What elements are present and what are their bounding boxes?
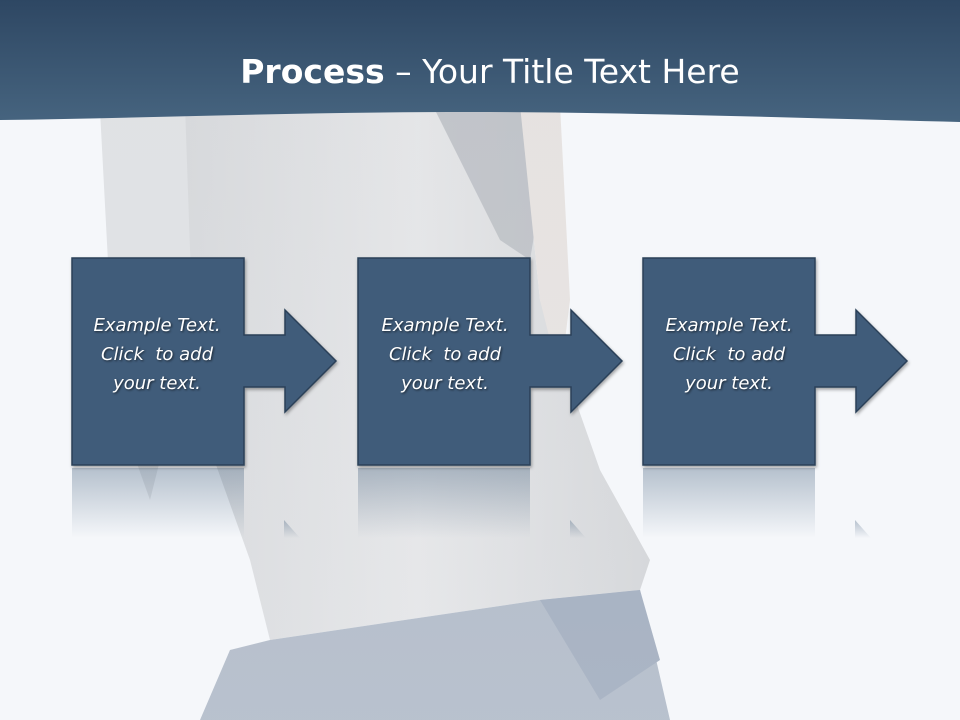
step-text-line: Example Text. [665,315,793,336]
step-text-line: your text. [113,373,201,394]
step-text-line: Example Text. [381,315,509,336]
title-bold: Process [240,52,385,91]
step-text-line: your text. [685,373,773,394]
step-text-line: Click to add [388,344,501,365]
arrow-1-reflection [284,520,300,538]
title-rest: – Your Title Text Here [384,52,740,91]
arrow-2-reflection [570,520,586,538]
step-text-line: your text. [401,373,489,394]
step-1-reflection [72,468,244,538]
step-2-text[interactable]: Example Text. Click to add your text. [358,311,532,398]
step-2-reflection [358,468,530,538]
step-text-line: Example Text. [93,315,221,336]
slide-title[interactable]: Process – Your Title Text Here [0,52,960,91]
header-band [0,0,960,122]
step-3-text[interactable]: Example Text. Click to add your text. [642,311,816,398]
step-1-text[interactable]: Example Text. Click to add your text. [70,311,244,398]
step-2[interactable] [357,257,624,466]
step-text-line: Click to add [672,344,785,365]
arrow-3-reflection [855,520,871,538]
step-1[interactable] [71,257,338,466]
step-text-line: Click to add [100,344,213,365]
step-3-reflection [643,468,815,538]
step-3[interactable] [642,257,909,466]
